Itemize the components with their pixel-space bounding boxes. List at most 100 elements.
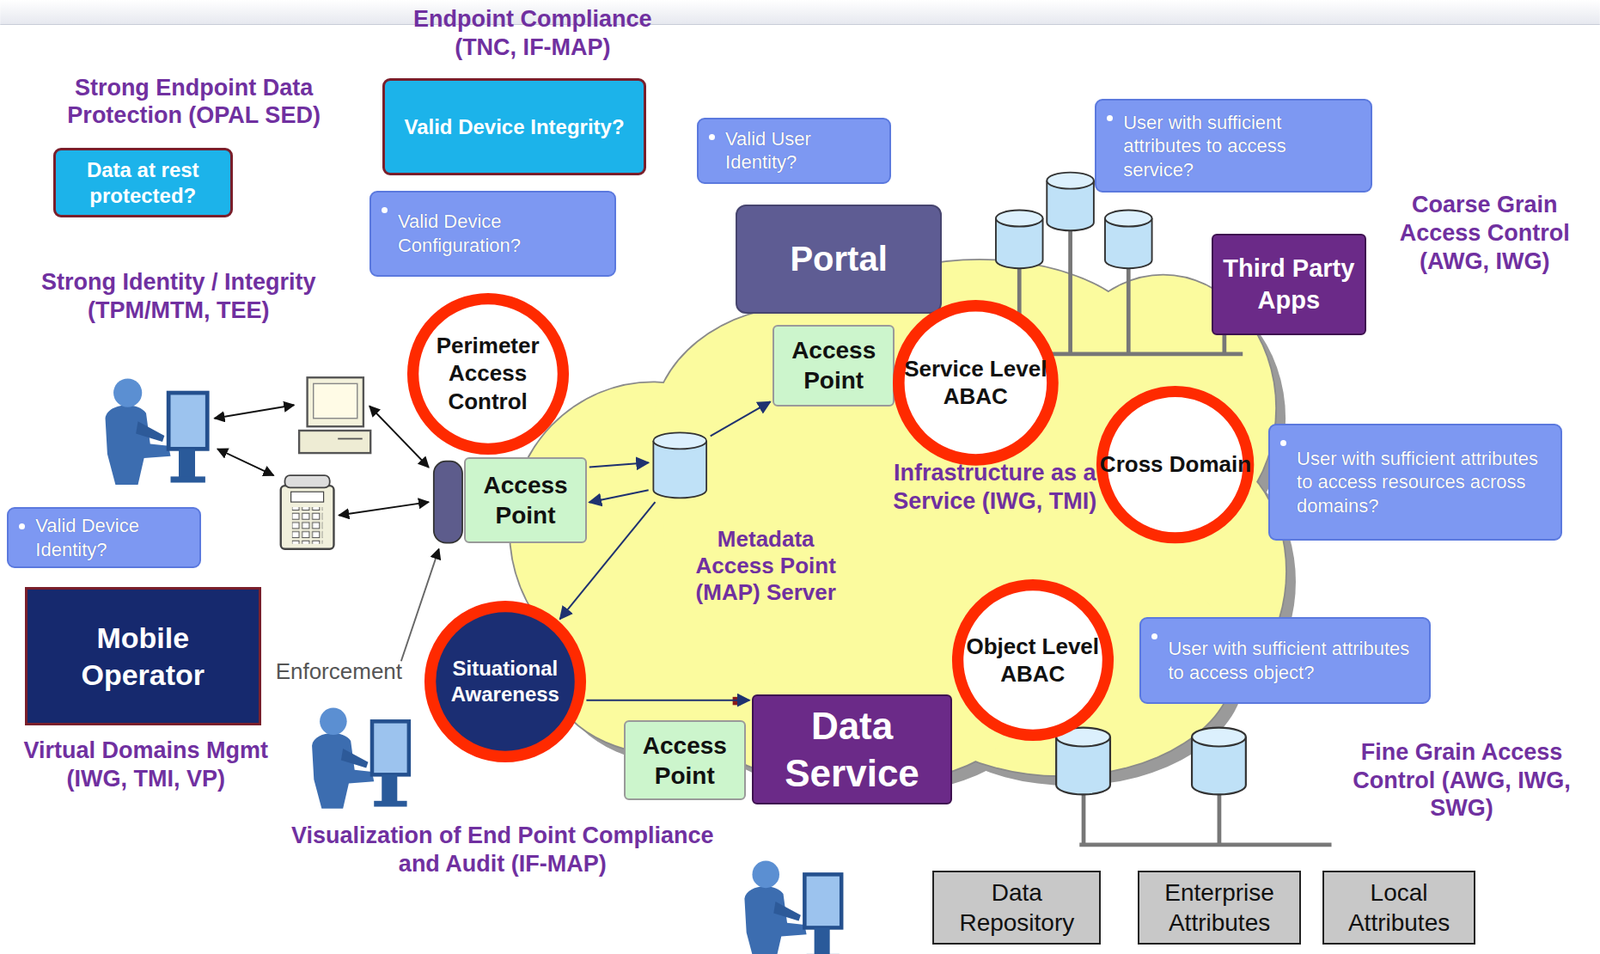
node-text: Service Level ABAC [891,354,1060,411]
group-label: Visualization of End Point Compliance an… [275,821,730,879]
node-text: Portal [789,237,887,281]
node-text: Mobile Operator [34,619,253,693]
question-box: Data at rest protected? [53,147,233,218]
database-symbol [995,210,1044,269]
database-symbol [1105,210,1153,269]
app-box: Third Party Apps [1211,233,1368,336]
link-arrow [217,448,274,476]
node-text: Valid Device Identity? [35,513,190,562]
node-text: Local Attributes [1331,877,1467,938]
phone-icon [284,475,330,488]
flow-arrow [589,462,649,467]
user-figure [311,708,410,809]
flow-arrow [589,489,649,502]
circle-outline [891,299,1060,467]
store-box: Enterprise Attributes [1137,870,1301,945]
node-text: Enterprise Attributes [1146,877,1293,938]
group-label: Virtual Domains Mgmt (IWG, TMI, VP) [18,736,274,794]
node-text: Access Point [629,730,742,791]
database-bus [1081,790,1087,845]
awareness-circle: Situational Awareness [423,599,587,764]
operator-box: Mobile Operator [24,586,263,727]
database-bus [1126,267,1131,355]
phone-icon [280,475,335,549]
node-text: Cross Domain [1099,450,1252,479]
database-symbol [1191,727,1246,795]
service-box: Data Service [751,694,953,805]
computer-icon [313,383,358,418]
store-box: Data Repository [932,870,1101,945]
computer-icon [299,377,371,453]
node-text: Perimeter Access Control [406,331,570,416]
node-text: Metadata Access Point (MAP) Server [681,525,850,607]
node-text: Data Service [760,702,944,797]
database-bus [1068,229,1073,355]
database-symbol [651,430,709,501]
map-server: Metadata Access Point (MAP) Server [651,430,709,501]
link-arrow [214,404,295,418]
circle-outline [429,606,581,758]
circle-outline [898,305,1053,460]
flow-arrow [710,401,771,436]
node-text: User with sufficient attributes to acces… [1167,636,1418,684]
group-label: Fine Grain Access Control (AWG, IWG, SWG… [1326,738,1598,824]
database-symbol [653,433,707,450]
user-figure [744,861,842,954]
bullet-dot [1106,115,1113,122]
store-box: Local Attributes [1322,870,1476,945]
node-text: User with sufficient attributes to acces… [1296,446,1551,519]
control-circle: Cross Domain [1095,384,1255,544]
circle-outline [423,599,587,764]
node-text: Valid User Identity? [725,127,880,175]
group-label: Infrastructure as a Service (IWG, TMI) [887,458,1102,516]
bullet-dot [18,523,25,530]
database-symbol [1056,727,1111,795]
bullet-dot [1151,633,1158,640]
bullet-dot [1280,439,1287,446]
question-box: User with sufficient attributes to acces… [1268,423,1563,542]
node-text: Object Level ABAC [951,632,1115,689]
link-arrow [338,501,428,515]
phone-icon [291,491,324,502]
user-figure [105,378,208,484]
question-box: Valid User Identity? [696,117,892,184]
bullet-dot [381,207,388,214]
title-band [0,0,1600,25]
database-bus [1221,331,1227,355]
database-symbol [1046,172,1094,232]
node-text: Situational Awareness [423,655,587,708]
title-band [0,0,1600,25]
control-circle: Service Level ABAC [891,299,1060,467]
phone-icon [280,485,335,550]
phone-icon [292,506,324,544]
node-text: Access Point [469,470,582,531]
bullet-dot [708,134,715,141]
node-text: Valid Device Configuration? [397,209,605,257]
group-label: Coarse Grain Access Control (AWG, IWG) [1377,190,1592,276]
computer-icon [307,377,364,427]
question-box: Valid Device Integrity? [382,78,646,176]
computer-icon [299,430,371,453]
node-text: Data Repository [940,877,1093,938]
group-label: Strong Endpoint Data Protection (OPAL SE… [36,73,353,131]
node-text: Data at rest protected? [62,157,224,209]
question-box: User with sufficient attributes to acces… [1139,616,1430,704]
access-point-box: Access Point [464,457,587,544]
link-arrow [401,549,440,662]
control-circle: Object Level ABAC [951,578,1115,742]
access-point-box: Access Point [623,720,747,800]
group-label: Endpoint Compliance (TNC, IF-MAP) [379,5,686,62]
group-label: Strong Identity / Integrity (TPM/MTM, TE… [36,268,323,325]
node-text: User with sufficient attributes to acces… [1123,110,1361,183]
control-circle: Perimeter Access Control [406,292,570,456]
access-point-box: Access Point [772,324,896,407]
question-box: User with sufficient attributes to acces… [1094,98,1373,193]
database-bus [1079,842,1332,848]
flow-arrow [586,699,750,702]
portal-box: Portal [735,204,942,314]
enforcement-gateway [433,461,463,544]
circle-outline [951,578,1115,742]
